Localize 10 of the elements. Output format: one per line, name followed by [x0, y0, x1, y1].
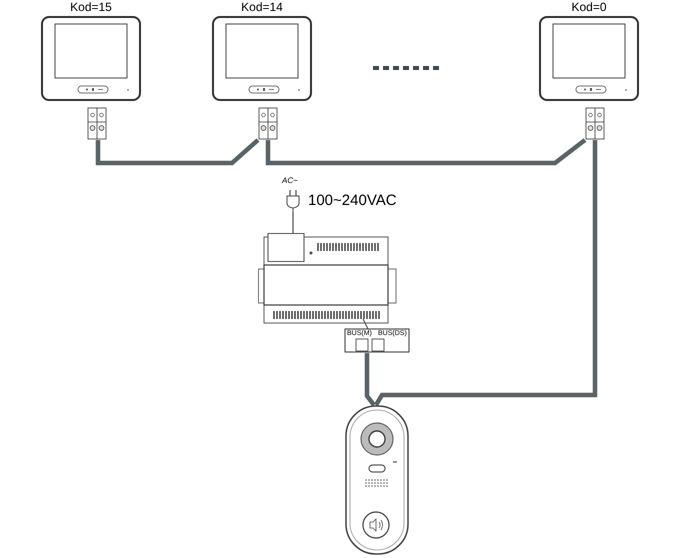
bus-cable: [364, 353, 376, 406]
monitor-code-label: Kod=0: [570, 0, 608, 14]
voltage-label: 100~240VAC: [308, 192, 397, 210]
power-cord: [292, 212, 294, 233]
power-input-label: AC~: [282, 176, 298, 186]
monitor-code-label: Kod=14: [240, 0, 284, 14]
bus-cable: [266, 138, 586, 166]
bus-cable: [374, 140, 598, 406]
bus-cable: [96, 138, 260, 166]
monitor-code-label: Kod=15: [69, 0, 113, 14]
